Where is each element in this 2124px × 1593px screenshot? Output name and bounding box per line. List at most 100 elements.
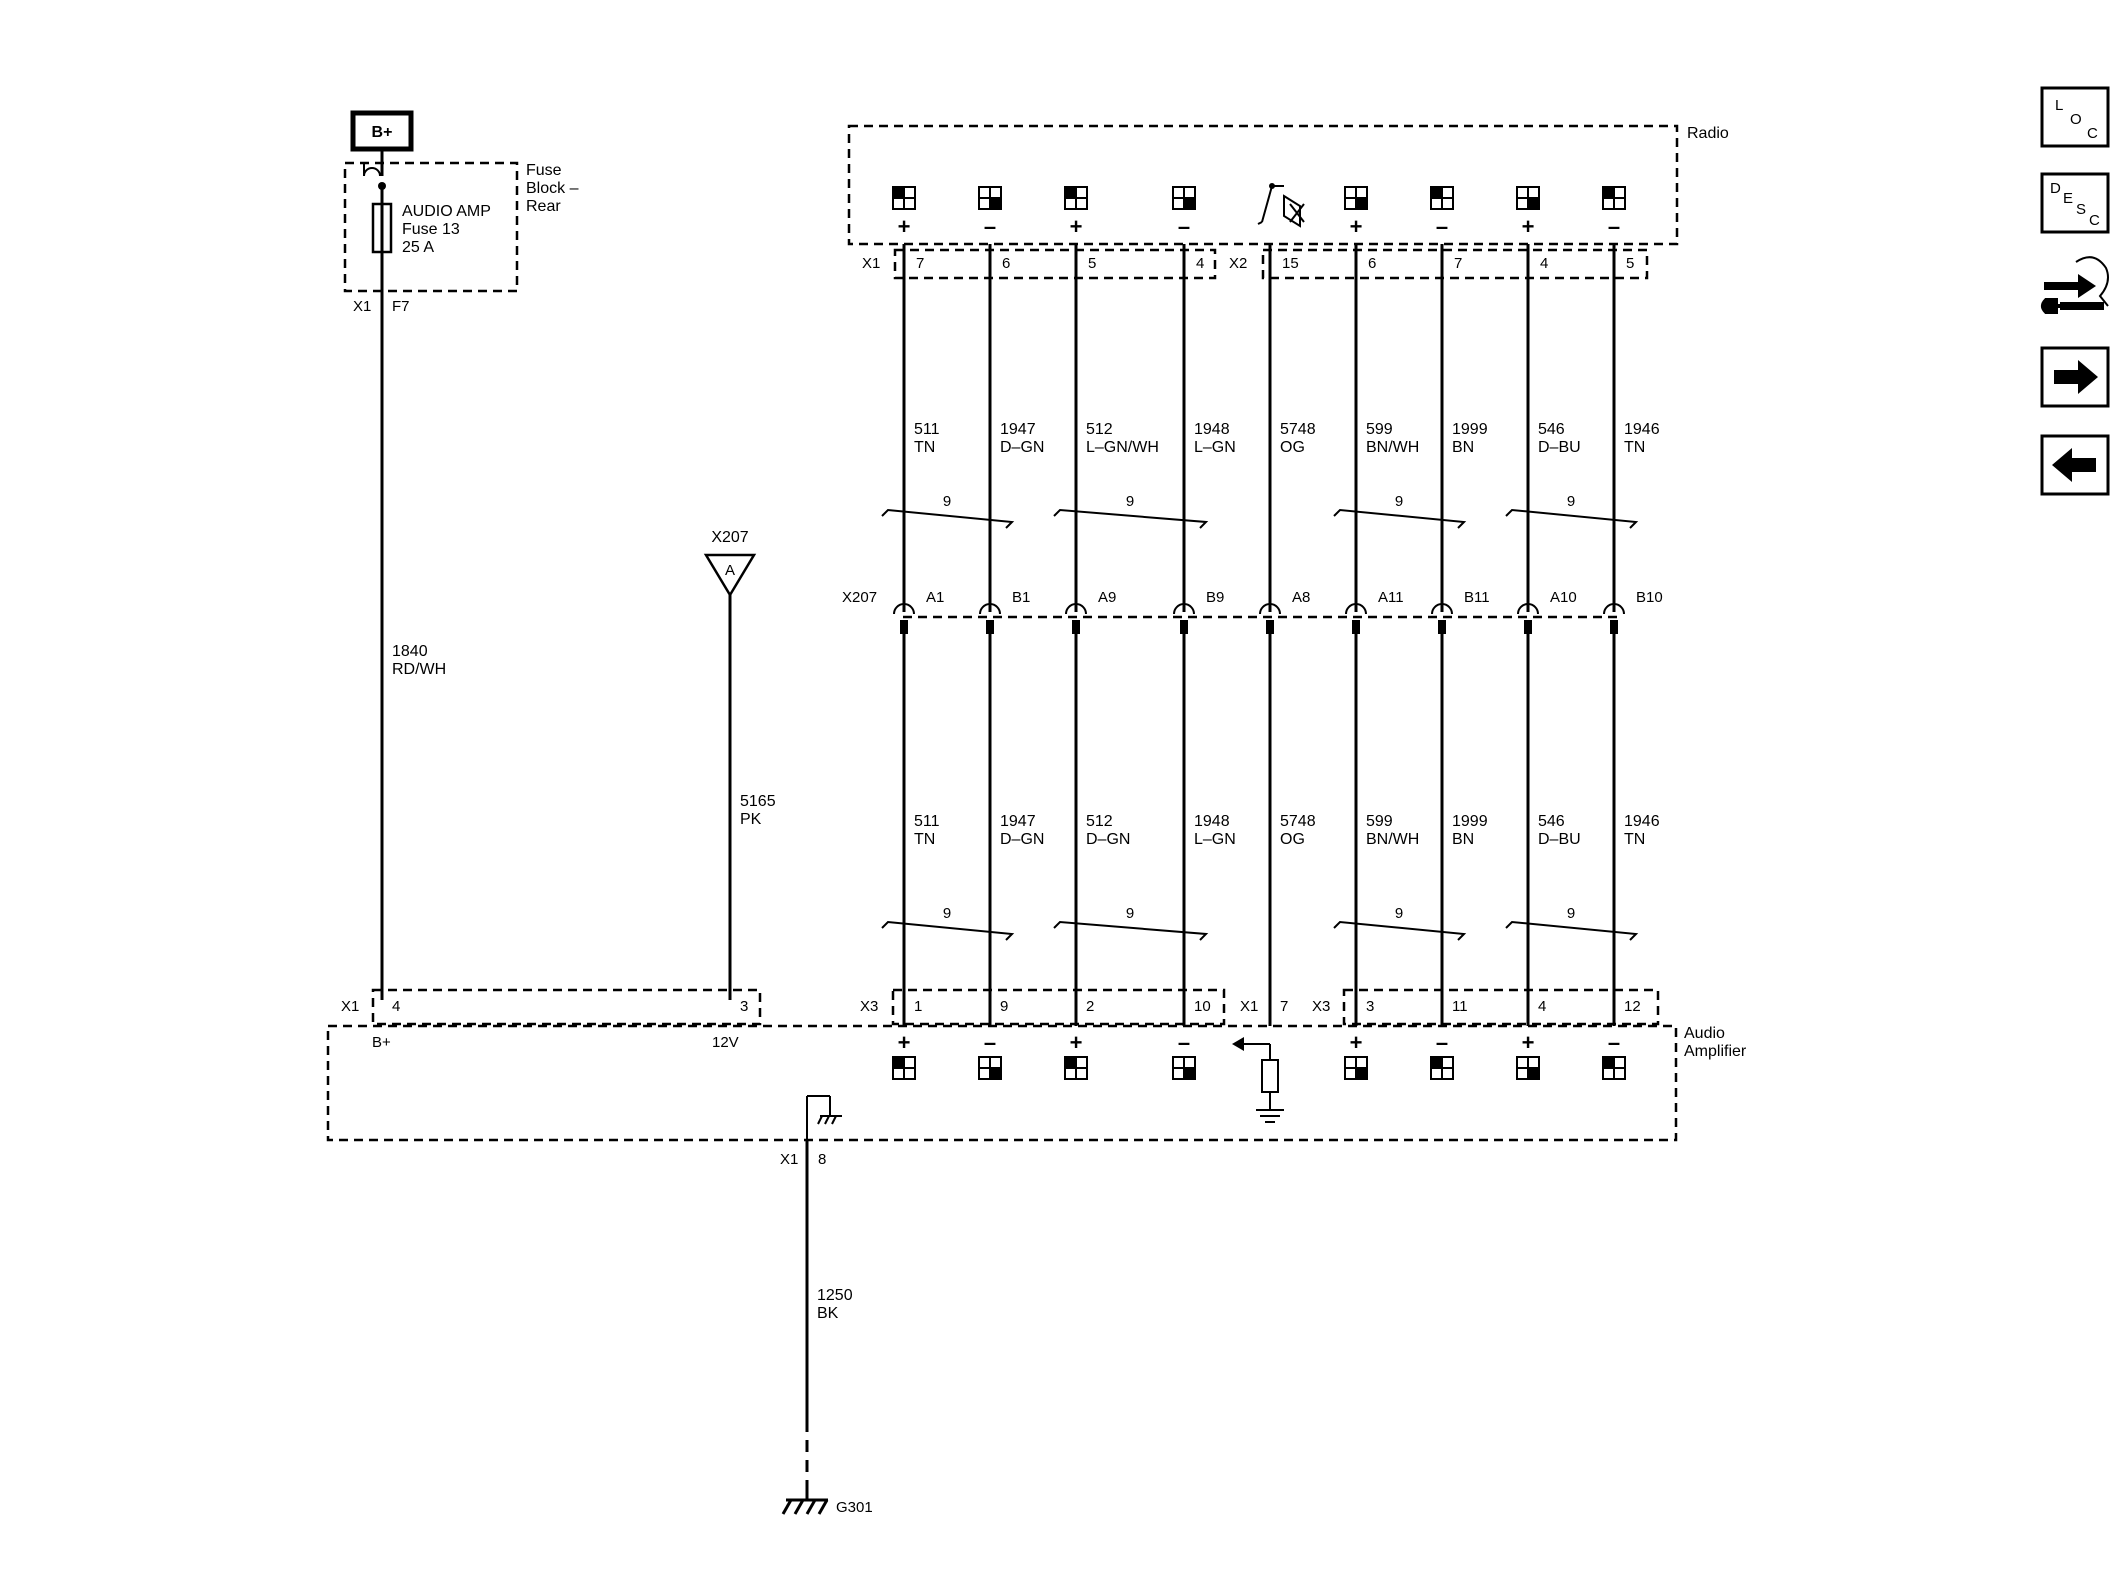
amp-x1-pin-3: 3 bbox=[740, 998, 748, 1015]
svg-text:Amplifier: Amplifier bbox=[1684, 1043, 1747, 1060]
lower-wire-color: D–GN bbox=[1000, 831, 1044, 848]
radio-module: Radio X1 X2 bbox=[847, 124, 1729, 280]
location-view-button[interactable]: L O C bbox=[2040, 86, 2110, 148]
x207-male-terminal bbox=[1438, 620, 1446, 634]
x207-pin: A11 bbox=[1378, 589, 1404, 606]
radio-speaker-terminal-icon bbox=[1430, 186, 1454, 210]
svg-text:C: C bbox=[2089, 212, 2100, 229]
next-page-button[interactable] bbox=[2040, 346, 2110, 408]
amp-12v-label: 12V bbox=[712, 1034, 739, 1051]
lower-wire-circuit: 5748 bbox=[1280, 813, 1316, 830]
amp-terminal-sign: + bbox=[898, 1030, 911, 1055]
upper-wire-circuit: 1947 bbox=[1000, 421, 1036, 438]
x207-pin: A10 bbox=[1550, 589, 1577, 606]
amp-speaker-terminal-icon bbox=[892, 1056, 916, 1080]
amp-pin: 11 bbox=[1452, 998, 1468, 1015]
arrow-left-icon bbox=[2052, 448, 2096, 482]
lower-wire-color: L–GN bbox=[1194, 831, 1236, 848]
twist-label: 9 bbox=[943, 493, 951, 510]
amplifier-label: Audio bbox=[1684, 1025, 1725, 1042]
lower-wire-color: TN bbox=[1624, 831, 1645, 848]
amp-terminal-sign: – bbox=[1436, 1030, 1448, 1055]
amp-speaker-terminal-icon bbox=[1064, 1056, 1088, 1080]
x207-female-terminal bbox=[1065, 603, 1087, 615]
radio-speaker-terminal-icon bbox=[1516, 186, 1540, 210]
twist-label: 9 bbox=[1567, 493, 1575, 510]
radio-terminal-sign: – bbox=[1608, 214, 1620, 239]
x207-male-terminal bbox=[986, 620, 994, 634]
description-view-button[interactable]: D E S C bbox=[2040, 172, 2110, 234]
x207-pin: A1 bbox=[926, 589, 944, 606]
svg-text:L: L bbox=[2055, 97, 2063, 114]
x207-inline-reference: X207 A bbox=[703, 529, 757, 598]
upper-wire-circuit: 546 bbox=[1538, 421, 1565, 438]
amp-pin: 4 bbox=[1538, 998, 1546, 1015]
radio-pin: 6 bbox=[1002, 255, 1010, 272]
amp-pin: 2 bbox=[1086, 998, 1094, 1015]
twisted-pair-marker bbox=[1333, 920, 1467, 941]
x207-pin: A9 bbox=[1098, 589, 1116, 606]
lower-wire-color: D–BU bbox=[1538, 831, 1581, 848]
wire-bplus-circuit: 1840 bbox=[392, 643, 428, 660]
twist-label: 9 bbox=[1126, 905, 1134, 922]
svg-text:Block –: Block – bbox=[526, 180, 579, 197]
amp-pin: 3 bbox=[1366, 998, 1374, 1015]
svg-text:S: S bbox=[2076, 201, 2086, 218]
fuse-block-rear: Fuse Block – Rear AUDIO AMP Fuse 13 25 A… bbox=[343, 161, 579, 315]
amp-pin: 1 bbox=[914, 998, 922, 1015]
twisted-pair-marker bbox=[1053, 508, 1209, 529]
lower-wire-color: OG bbox=[1280, 831, 1305, 848]
radio-pin: 7 bbox=[916, 255, 924, 272]
upper-wire-color: L–GN/WH bbox=[1086, 439, 1159, 456]
internal-ground-icon bbox=[806, 1095, 842, 1140]
radio-speaker-terminal-icon bbox=[1602, 186, 1626, 210]
x207-pin: B11 bbox=[1464, 589, 1490, 606]
amp-terminal-sign: + bbox=[1070, 1030, 1083, 1055]
radio-terminal-sign: – bbox=[984, 214, 996, 239]
amp-bplus-label: B+ bbox=[372, 1034, 391, 1051]
twist-label: 9 bbox=[943, 905, 951, 922]
lower-wire-circuit: 511 bbox=[914, 813, 940, 830]
amp-x1b-label: X1 bbox=[1240, 998, 1258, 1015]
amp-x3b-label: X3 bbox=[1312, 998, 1330, 1015]
fuse-name: AUDIO AMP bbox=[402, 203, 491, 220]
twisted-pair-marker bbox=[881, 508, 1015, 529]
upper-wire-color: BN bbox=[1452, 439, 1474, 456]
fuse-pin: F7 bbox=[392, 298, 410, 315]
lower-wire-circuit: 546 bbox=[1538, 813, 1565, 830]
lower-wire-circuit: 1946 bbox=[1624, 813, 1660, 830]
x207-male-terminal bbox=[1072, 620, 1080, 634]
radio-speaker-terminal-icon bbox=[892, 186, 916, 210]
upper-wire-color: OG bbox=[1280, 439, 1305, 456]
amp-terminal-sign: – bbox=[984, 1030, 996, 1055]
amp-speaker-terminal-icon bbox=[978, 1056, 1002, 1080]
lower-wire-circuit: 1948 bbox=[1194, 813, 1230, 830]
lower-wire-circuit: 512 bbox=[1086, 813, 1113, 830]
previous-page-button[interactable] bbox=[2040, 434, 2110, 496]
amp-speaker-terminal-icon bbox=[1602, 1056, 1626, 1080]
x207-male-terminal bbox=[1524, 620, 1532, 634]
upper-wire-circuit: 511 bbox=[914, 421, 940, 438]
x207-label: X207 bbox=[842, 589, 877, 606]
x207-male-terminal bbox=[1610, 620, 1618, 634]
svg-text:25 A: 25 A bbox=[402, 239, 434, 256]
lower-wire-color: TN bbox=[914, 831, 935, 848]
radio-terminal-sign: + bbox=[898, 214, 911, 239]
x207-connector: X207 bbox=[842, 589, 1618, 619]
x207-male-terminal bbox=[1180, 620, 1188, 634]
radio-pin: 4 bbox=[1540, 255, 1548, 272]
radio-speaker-terminal-icon bbox=[1064, 186, 1088, 210]
connector-repair-icon[interactable] bbox=[2041, 256, 2109, 314]
x207-male-terminal bbox=[900, 620, 908, 634]
svg-text:O: O bbox=[2070, 111, 2082, 128]
amp-pin: 10 bbox=[1194, 998, 1211, 1015]
radio-label: Radio bbox=[1687, 125, 1729, 142]
x207-ref-pin: A bbox=[725, 562, 735, 579]
antenna-icon bbox=[1257, 183, 1305, 228]
amp-terminal-sign: + bbox=[1350, 1030, 1363, 1055]
power-label: B+ bbox=[372, 124, 393, 141]
amp-pin: 9 bbox=[1000, 998, 1008, 1015]
lower-wire-circuit: 599 bbox=[1366, 813, 1393, 830]
upper-wire-color: TN bbox=[914, 439, 935, 456]
